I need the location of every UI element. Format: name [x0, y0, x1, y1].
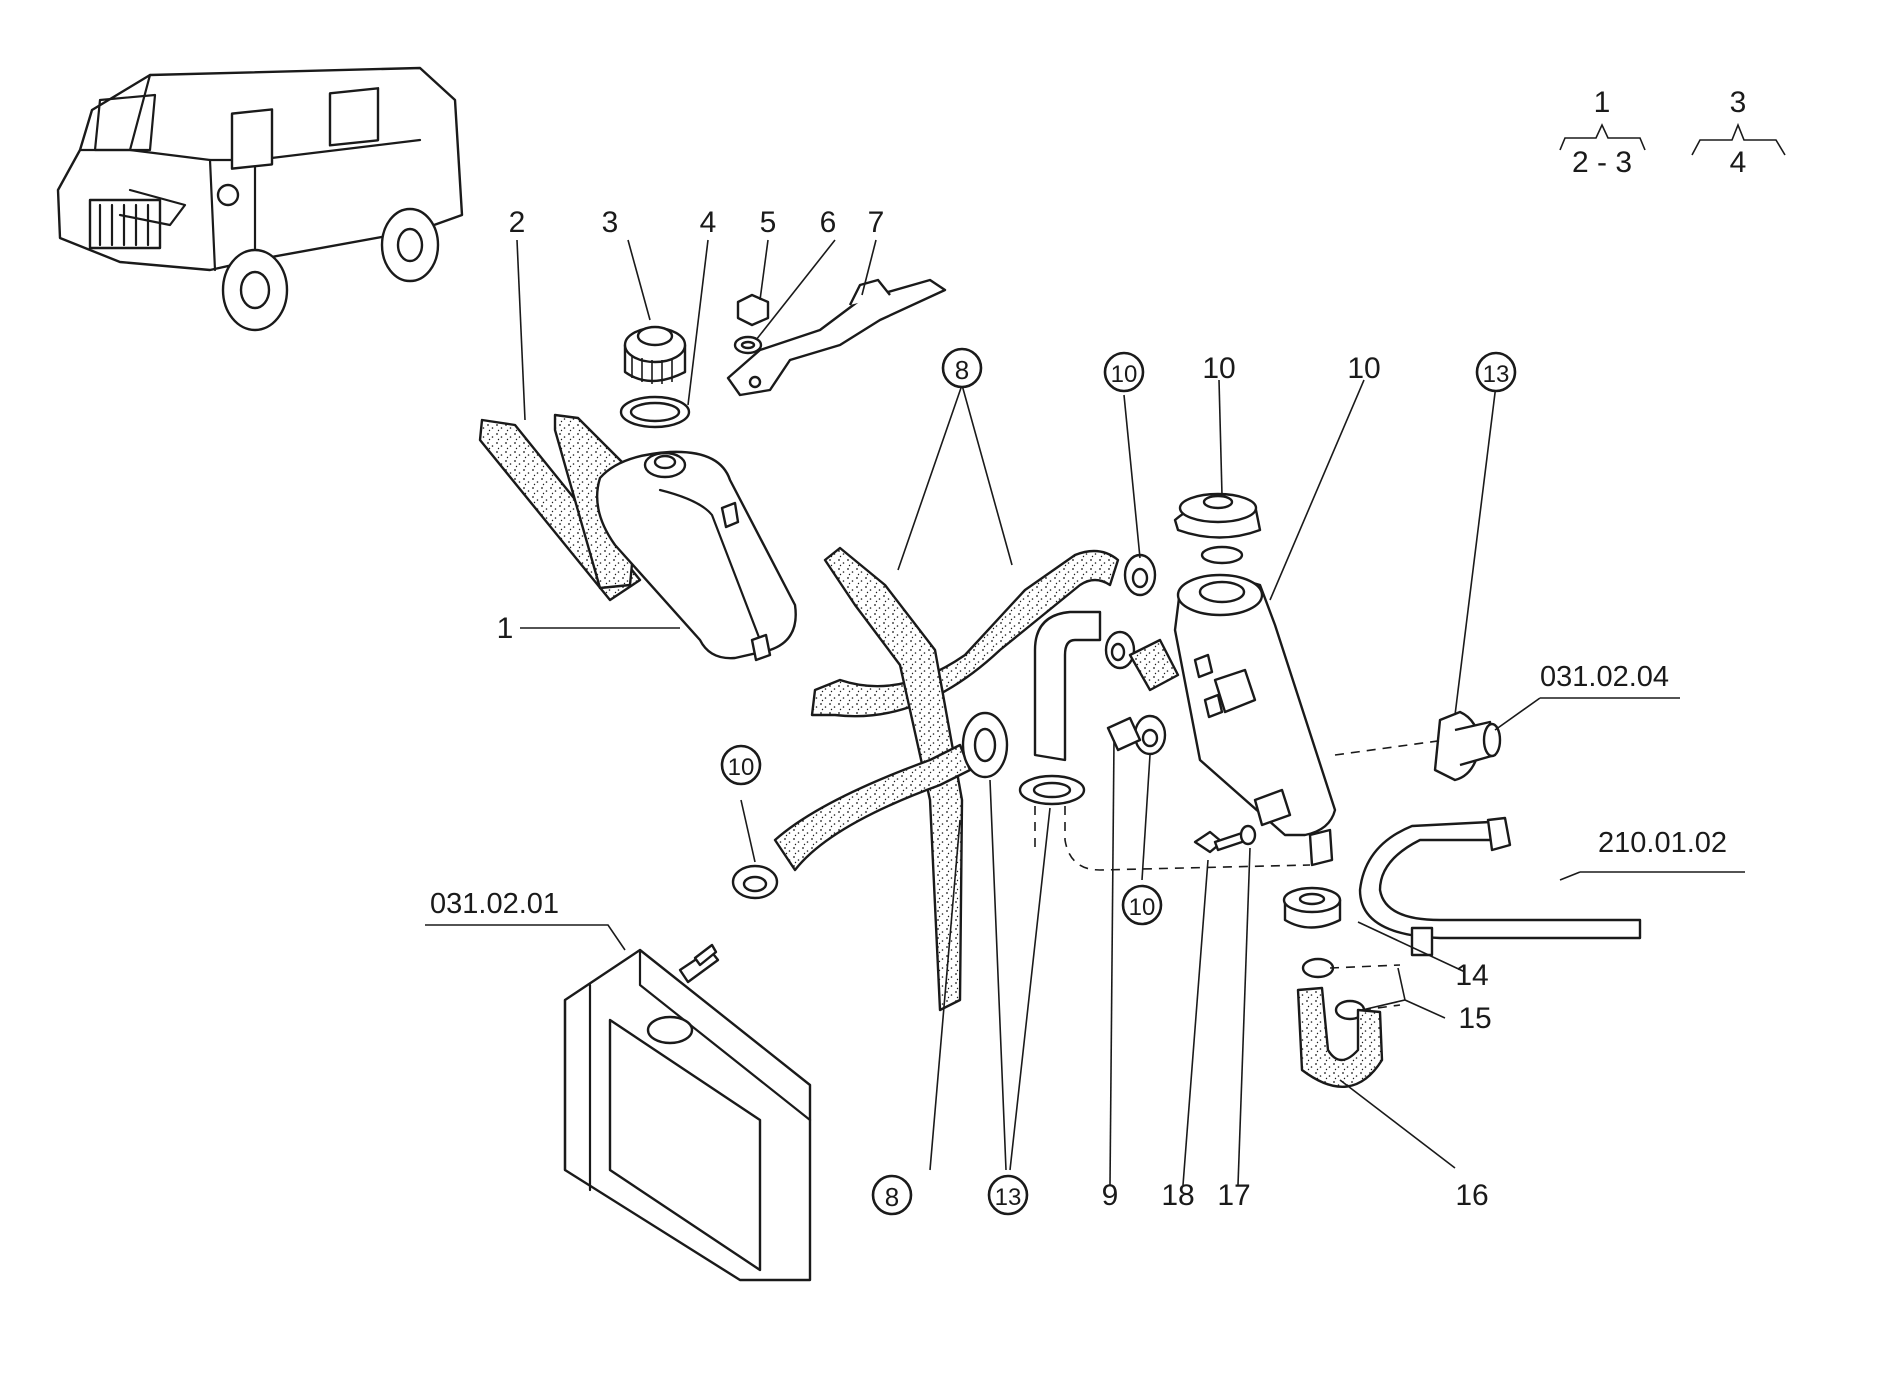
svg-text:10: 10 [1111, 361, 1138, 388]
header-tank [1173, 573, 1446, 867]
radiator-inlet-icon [678, 943, 720, 984]
leader-lines [425, 239, 1745, 1186]
callout-4: 4 [700, 206, 717, 239]
svg-text:13: 13 [1483, 361, 1510, 388]
svg-text:13: 13 [995, 1184, 1022, 1211]
ref-210-01-02: 210.01.02 [1598, 827, 1727, 859]
callout-10-top: 10 [1103, 351, 1145, 393]
legend-a-bottom: 2 - 3 [1572, 146, 1632, 179]
wheel-icon [221, 207, 440, 332]
reference-labels: 031.02.04 210.01.02 031.02.01 [430, 661, 1727, 920]
callout-labels: 2 3 4 5 6 7 1 10 10 14 15 16 9 18 17 [497, 206, 1492, 1212]
pressure-cap [1173, 492, 1262, 565]
radiator [563, 943, 812, 1282]
svg-text:10: 10 [728, 754, 755, 781]
legend-b-top: 3 [1730, 86, 1747, 119]
heater-pipe [1358, 816, 1642, 957]
callout-8-bottom: 8 [871, 1174, 913, 1216]
washer-small [1239, 824, 1257, 846]
callout-8-top: 8 [941, 347, 983, 389]
seal-ring [619, 395, 691, 429]
legend-group-a: 1 2 - 3 [1559, 86, 1646, 179]
ref-031-02-04: 031.02.04 [1540, 661, 1669, 693]
callout-15: 15 [1458, 1002, 1491, 1035]
callout-17: 17 [1217, 1179, 1250, 1212]
legend-group-b: 3 4 [1691, 86, 1786, 179]
callout-9: 9 [1102, 1179, 1119, 1212]
callout-14: 14 [1455, 959, 1488, 992]
svg-text:8: 8 [885, 1182, 899, 1212]
callout-6: 6 [820, 206, 837, 239]
callout-11: 10 [1202, 352, 1235, 385]
callout-18: 18 [1161, 1179, 1194, 1212]
legend-a-top: 1 [1594, 86, 1611, 119]
front-grille-icon [88, 198, 162, 250]
expansion-tank [596, 450, 797, 662]
callout-10-left: 10 [720, 744, 762, 786]
circled-callouts: 8 8 10 10 10 13 13 [720, 347, 1517, 1216]
legend-b-bottom: 4 [1730, 146, 1747, 179]
hose-clamp [731, 553, 1167, 900]
svg-text:10: 10 [1129, 894, 1156, 921]
filler-cap [623, 325, 687, 384]
hex-nut [736, 293, 770, 327]
callout-12: 10 [1347, 352, 1380, 385]
rubber-bush [1282, 886, 1342, 929]
washer [733, 335, 763, 355]
mounting-bracket [726, 278, 947, 397]
callout-5: 5 [760, 206, 777, 239]
callout-13-top: 13 [1475, 351, 1517, 393]
grommet [961, 710, 1502, 806]
callout-10-bottom: 10 [1121, 884, 1163, 926]
callout-7: 7 [868, 206, 885, 239]
callout-16: 16 [1455, 1179, 1488, 1212]
drain-hose [1296, 986, 1384, 1088]
callout-13-bottom: 13 [987, 1174, 1029, 1216]
callout-3: 3 [602, 206, 619, 239]
ref-031-02-01: 031.02.01 [430, 888, 559, 920]
callout-1: 1 [497, 612, 514, 645]
elbow-pipe [1033, 610, 1311, 871]
vehicle-thumbnail [56, 66, 464, 332]
svg-text:8: 8 [955, 355, 969, 385]
callout-2: 2 [509, 206, 526, 239]
